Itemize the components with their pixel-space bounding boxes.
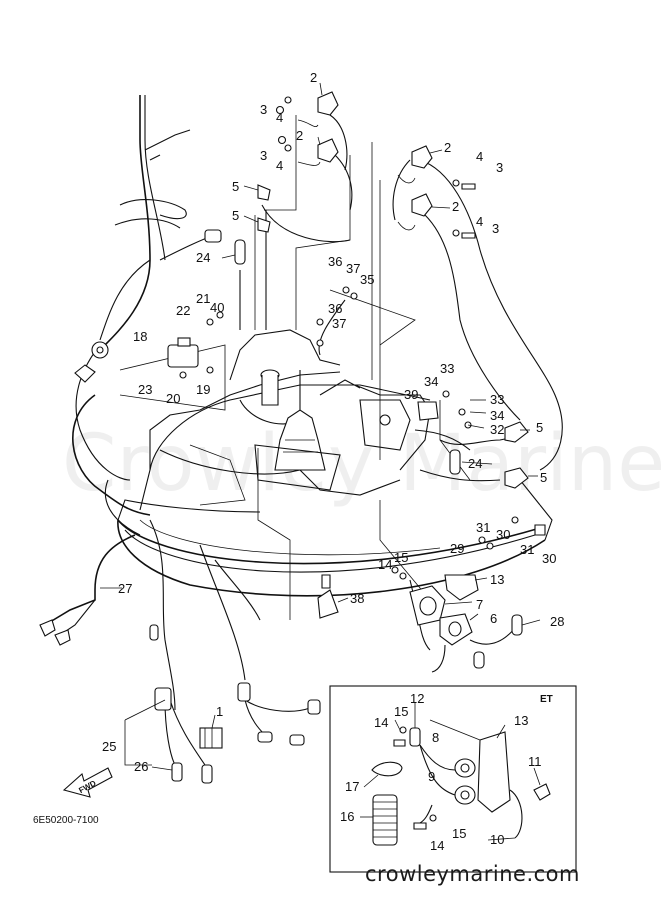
callout-c4a: 4 [276, 110, 283, 125]
inset-et [329, 685, 577, 873]
callout-c3b: 3 [260, 148, 267, 163]
callout-c38: 38 [350, 591, 364, 606]
callout-c15b: 15 [394, 704, 408, 719]
callout-c11: 11 [528, 754, 542, 769]
components [39, 91, 546, 784]
callout-c4b: 4 [276, 158, 283, 173]
callout-c4c: 4 [476, 149, 483, 164]
callout-c12: 12 [410, 691, 424, 706]
callout-c34b: 34 [490, 408, 504, 423]
callout-c1: 1 [216, 704, 223, 719]
callout-c6: 6 [490, 611, 497, 626]
drawing-code: 6E50200-7100 [33, 815, 99, 826]
powerhead [149, 329, 431, 506]
callout-c39: 39 [404, 387, 418, 402]
callout-c24b: 24 [468, 456, 482, 471]
callout-c10: 10 [490, 832, 504, 847]
callout-c2b: 2 [296, 128, 303, 143]
callout-c23: 23 [138, 382, 152, 397]
callout-c19: 19 [196, 382, 210, 397]
callout-c40: 40 [210, 300, 224, 315]
callout-c8: 8 [432, 730, 439, 745]
site-url: crowleymarine.com [365, 862, 580, 886]
wiring [44, 95, 563, 766]
callout-c34a: 34 [424, 374, 438, 389]
callout-c24a: 24 [196, 250, 210, 265]
callout-c2d: 2 [452, 199, 459, 214]
callout-c33a: 33 [440, 361, 454, 376]
callout-c22: 22 [176, 303, 190, 318]
callout-c36b: 36 [328, 301, 342, 316]
fwd-arrow-icon: FWD [62, 767, 113, 798]
bottom-cowling [117, 384, 553, 597]
callout-c14b: 14 [374, 715, 388, 730]
callout-c37b: 37 [332, 316, 346, 331]
callout-c3a: 3 [260, 102, 267, 117]
reference-lines [119, 115, 471, 620]
callout-c2c: 2 [444, 140, 451, 155]
callout-c30b: 30 [542, 551, 556, 566]
callout-c9: 9 [428, 769, 435, 784]
callout-c5b: 5 [232, 208, 239, 223]
callout-c5c: 5 [536, 420, 543, 435]
callout-c2a: 2 [310, 70, 317, 85]
callout-c31a: 31 [476, 520, 490, 535]
callout-c17: 17 [345, 779, 359, 794]
callout-c36a: 36 [328, 254, 342, 269]
callout-c28: 28 [550, 614, 564, 629]
callout-c16: 16 [340, 809, 354, 824]
callout-c7: 7 [476, 597, 483, 612]
callout-c5a: 5 [232, 179, 239, 194]
callout-c25: 25 [102, 739, 116, 754]
callout-c29: 29 [450, 541, 464, 556]
callout-c32: 32 [490, 422, 504, 437]
callout-c21: 21 [196, 291, 210, 306]
callout-c13a: 13 [490, 572, 504, 587]
callout-c15a: 15 [394, 550, 408, 565]
callout-c35: 35 [360, 272, 374, 287]
callout-c14c: 14 [430, 838, 444, 853]
callout-c26: 26 [134, 759, 148, 774]
inset-title: ET [540, 694, 553, 705]
callout-c4d: 4 [476, 214, 483, 229]
callout-c15c: 15 [452, 826, 466, 841]
callout-c27: 27 [118, 581, 132, 596]
callout-c20: 20 [166, 391, 180, 406]
callout-c18: 18 [133, 329, 147, 344]
leader-lines [100, 82, 541, 841]
callout-c13b: 13 [514, 713, 528, 728]
callout-c33b: 33 [490, 392, 504, 407]
callout-c37a: 37 [346, 261, 360, 276]
callout-c31b: 31 [520, 542, 534, 557]
callout-c3d: 3 [492, 221, 499, 236]
callout-c5d: 5 [540, 470, 547, 485]
callout-c14a: 14 [378, 557, 392, 572]
callout-c30a: 30 [496, 527, 510, 542]
callout-c3c: 3 [496, 160, 503, 175]
